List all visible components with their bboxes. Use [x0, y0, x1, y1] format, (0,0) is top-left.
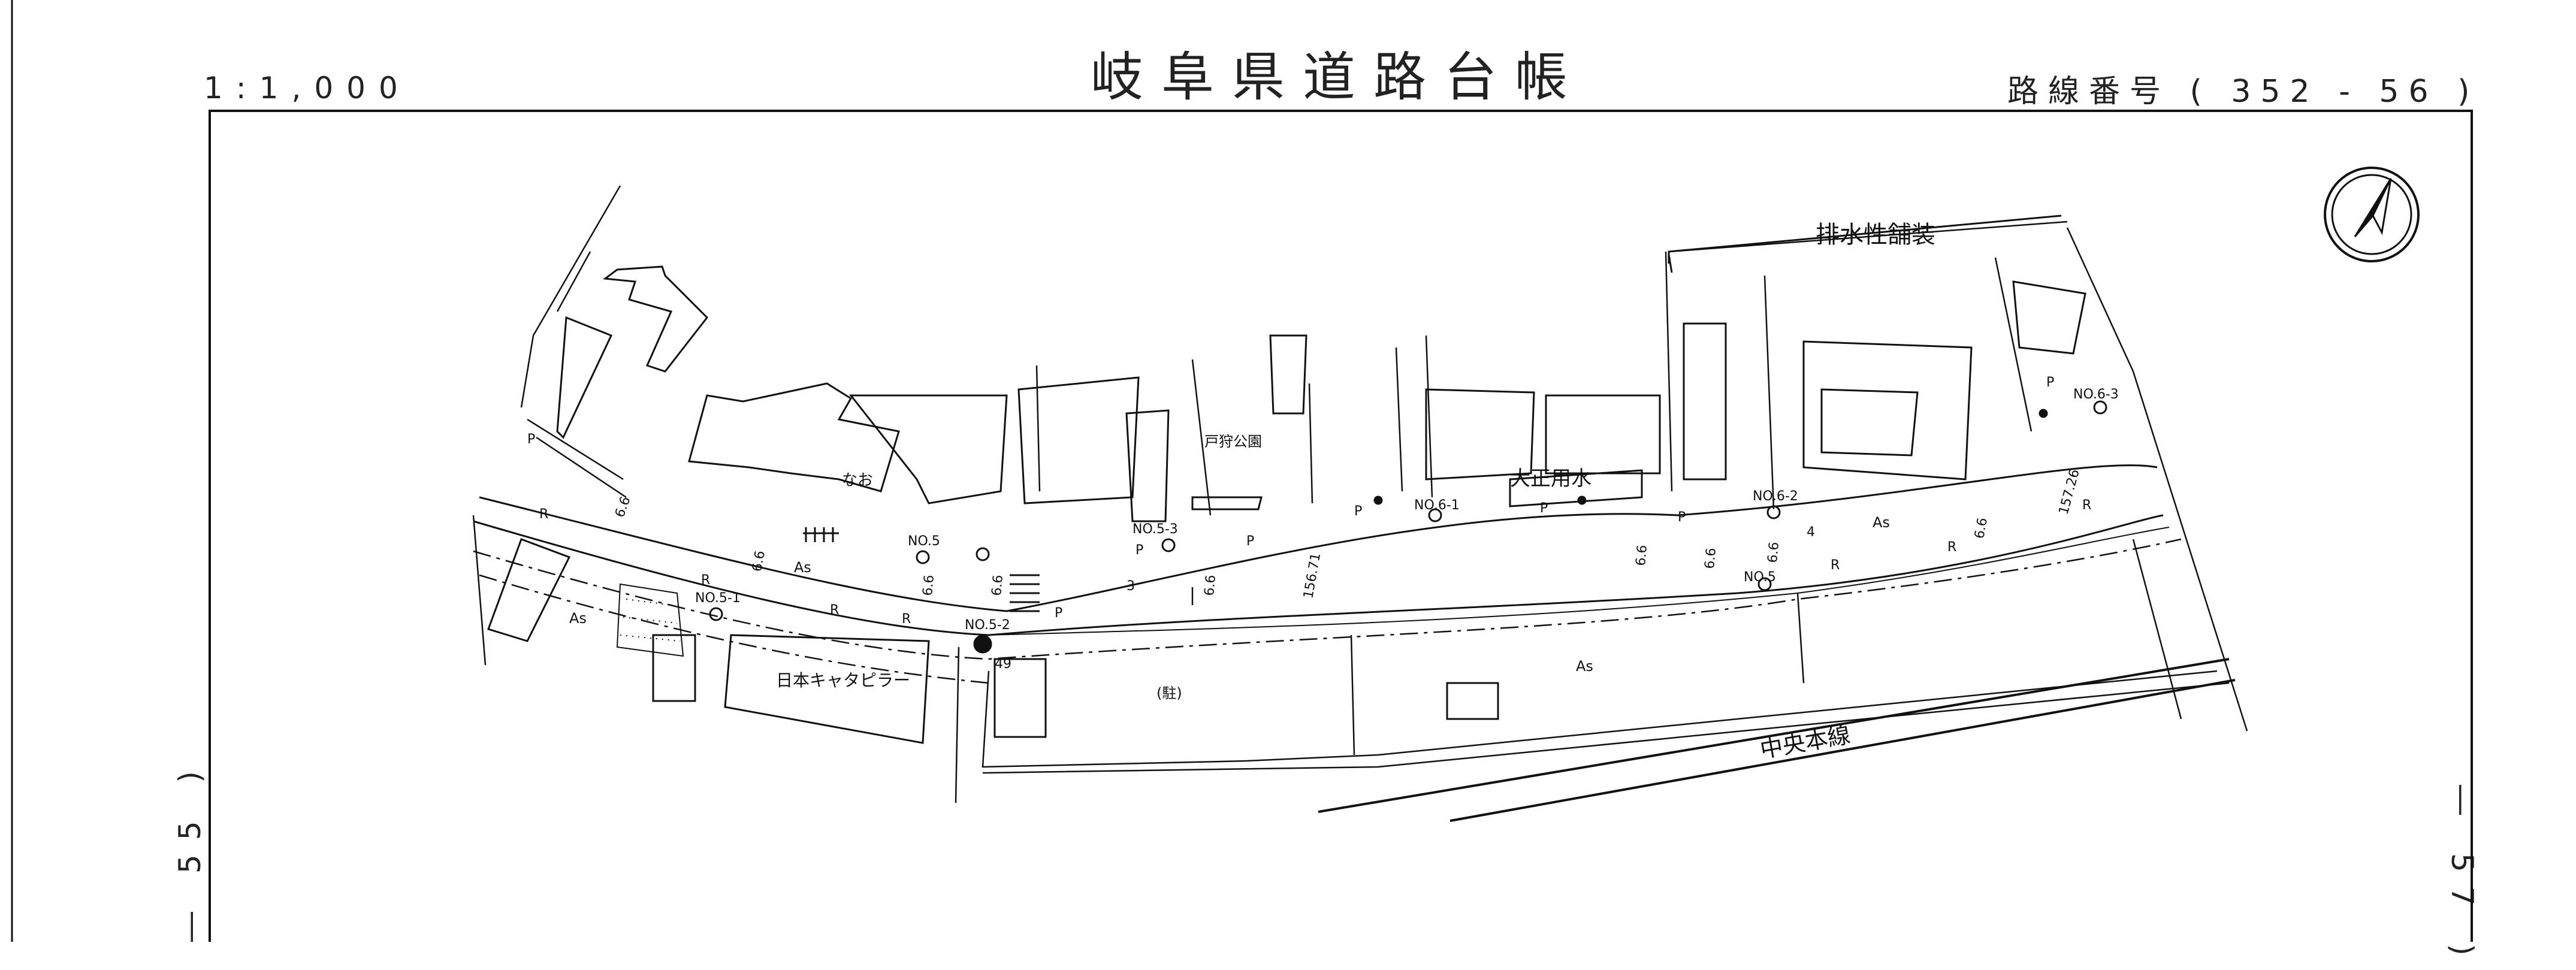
station-label: NO.6-1	[1414, 498, 1460, 513]
road-mark-r: R	[539, 507, 548, 522]
station-label: NO.5-2	[965, 618, 1010, 633]
main-road	[473, 464, 2182, 684]
surface-label-as: As	[1873, 514, 1890, 531]
canal-label: 大正用水	[1510, 467, 1591, 491]
surface-label-as: As	[1576, 658, 1593, 675]
number-label: 49	[995, 657, 1011, 672]
lane-count-label: 4	[1807, 525, 1815, 540]
building-label-nao: なお	[842, 472, 873, 489]
width-label: 6.6	[750, 549, 768, 573]
crosswalk	[803, 527, 1040, 612]
route-number: 路線番号 ( 352 - 56 )	[2007, 74, 2480, 110]
road-mark-r: R	[1831, 558, 1840, 573]
buildings	[487, 265, 2086, 744]
road-mark-r: R	[701, 573, 710, 588]
road-mark-p: P	[527, 432, 535, 447]
road-mark-p: P	[2046, 375, 2054, 390]
width-label: 6.6	[989, 574, 1006, 596]
road-mark-r: R	[902, 612, 911, 627]
width-label: 6.6	[1633, 544, 1650, 566]
road-ledger-map: 排水性舗装 大正用水 戸狩公園 なお 日本キャタピラー 中央本線 (駐) As …	[11, 0, 2473, 942]
road-boundaries	[472, 185, 2248, 803]
road-mark-r: R	[2082, 498, 2091, 513]
station-label: NO.6-2	[1753, 489, 1798, 504]
width-label: 6.6	[1972, 516, 1991, 540]
station-label: NO.5-1	[695, 591, 741, 606]
road-mark-p: P	[1055, 606, 1062, 621]
road-mark-p: P	[1540, 501, 1548, 516]
road-mark-r: R	[1947, 540, 1956, 555]
station-label: NO.5	[1744, 570, 1776, 585]
company-label: 日本キャタピラー	[776, 670, 910, 690]
road-mark-r: R	[830, 603, 839, 618]
road-mark-p: P	[1678, 510, 1686, 525]
road-mark-p: P	[1354, 504, 1362, 519]
road-mark-p: P	[1246, 534, 1254, 549]
map-frame	[209, 110, 2473, 942]
page-title: 岐阜県道路台帳	[1091, 46, 1586, 108]
lane-count-label: 3	[1127, 579, 1135, 594]
width-label: 6.6	[1202, 574, 1219, 596]
paving-extent-bracket	[1668, 214, 2062, 273]
paving-label: 排水性舗装	[1816, 221, 1935, 249]
survey-points	[709, 400, 2107, 654]
width-label: 6.6	[1702, 547, 1719, 569]
surface-label-as: As	[794, 559, 811, 576]
width-label: 6.6	[920, 574, 937, 596]
station-label: NO.5	[908, 534, 940, 549]
stippled-area	[616, 583, 684, 657]
map-scale: 1:1,000	[204, 71, 411, 105]
road-mark-p: P	[1136, 543, 1143, 558]
park-label: 戸狩公園	[1204, 433, 1262, 450]
station-label: NO.5-3	[1133, 522, 1178, 537]
width-label: 6.6	[612, 495, 633, 519]
north-arrow-icon	[2324, 167, 2420, 262]
surface-label-as: As	[569, 610, 587, 627]
station-label: NO.6-3	[2073, 387, 2119, 402]
parking-label: (駐)	[1156, 685, 1182, 702]
railway-chuo-line	[1318, 658, 2236, 822]
distance-label: 157.26	[2056, 468, 2083, 516]
width-label: 6.6	[1765, 541, 1782, 563]
distance-label: 156.71	[1301, 552, 1324, 600]
